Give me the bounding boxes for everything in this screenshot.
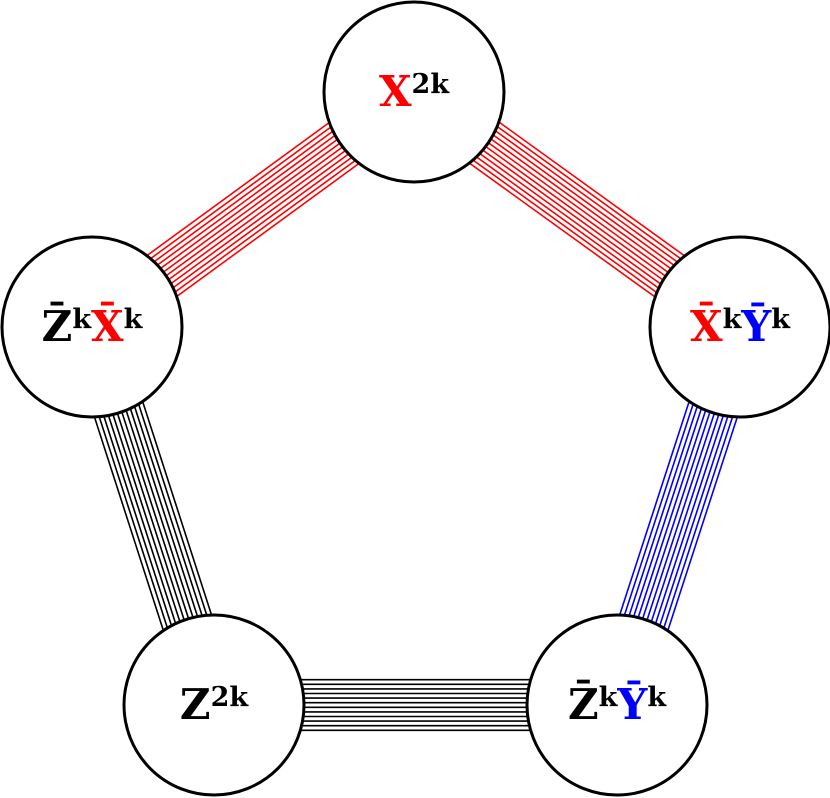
node-top: X2k	[322, 0, 506, 184]
node-label-exponent: k	[771, 304, 791, 335]
node-label-base: Ȳ	[616, 680, 648, 729]
node-circle	[525, 613, 709, 797]
node-label: X̄kȲk	[690, 300, 791, 351]
node-circle	[322, 0, 506, 184]
node-label-base: X̄	[690, 300, 723, 351]
node-label-exponent: k	[124, 304, 144, 335]
node-label-base: X̄	[91, 300, 124, 351]
node-label-base: Z̄	[42, 300, 73, 351]
node-label-base: Z	[180, 680, 211, 729]
node-label: Z̄kȲk	[568, 678, 667, 729]
node-bottom-right: Z̄kȲk	[525, 613, 709, 797]
node-label-base: Ȳ	[740, 302, 772, 351]
node-label: Z̄kX̄k	[42, 300, 144, 351]
node-label-base: X	[379, 67, 412, 116]
node-circle	[122, 613, 306, 797]
node-label: Z2k	[180, 680, 249, 729]
node-right: X̄kȲk	[648, 235, 830, 419]
node-bottom-left: Z2k	[122, 613, 306, 797]
node-circle	[0, 235, 184, 419]
node-label-exponent: 2k	[412, 69, 451, 100]
node-label-exponent: k	[599, 682, 619, 713]
node-label-exponent: k	[647, 682, 667, 713]
node-label-exponent: k	[72, 304, 92, 335]
node-left: Z̄kX̄k	[0, 235, 184, 419]
node-label-exponent: k	[723, 304, 743, 335]
node-label-exponent: 2k	[211, 682, 250, 713]
node-label: X2k	[379, 67, 450, 116]
node-circle	[648, 235, 830, 419]
node-label-base: Z̄	[568, 678, 599, 729]
